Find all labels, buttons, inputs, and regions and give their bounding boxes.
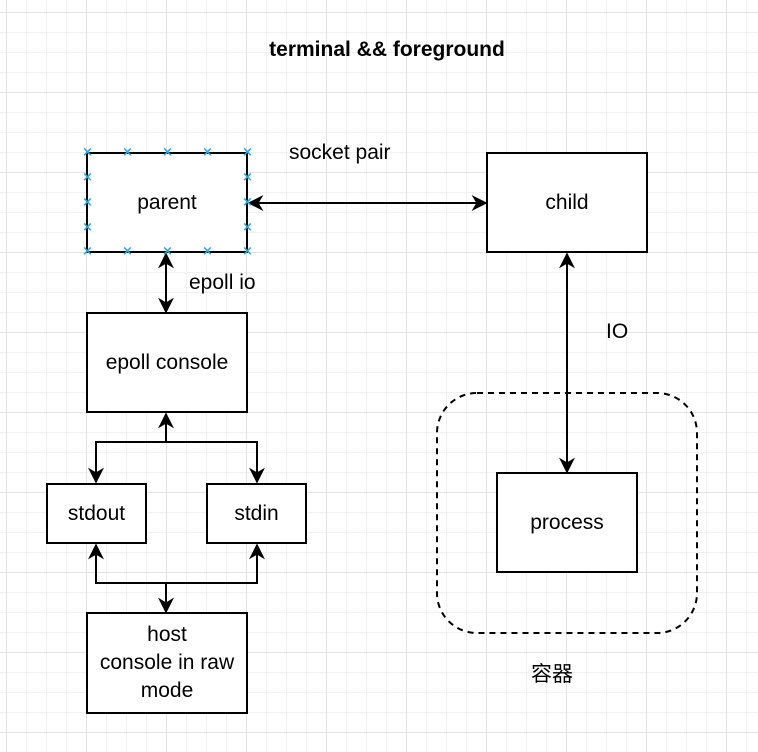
stdout-node-label: stdout [67,501,126,525]
selection-handle-icon[interactable]: × [82,220,93,235]
selection-handle-icon[interactable]: × [82,170,93,185]
socket-pair-label: socket pair [289,141,391,164]
selection-handle-icon[interactable]: × [162,145,173,160]
epoll-console-node[interactable]: epoll console [86,312,248,413]
process-node[interactable]: process [496,472,638,573]
selection-handle-icon[interactable]: × [202,244,213,259]
io-label: IO [606,320,629,343]
process-node-label: process [530,510,604,534]
epoll-io-label: epoll io [189,271,256,294]
selection-handle-icon[interactable]: × [242,170,253,185]
container-group-label: 容器 [531,663,573,686]
epoll-console-node-label: epoll console [105,350,229,374]
selection-handle-icon[interactable]: × [82,244,93,259]
host-to-stdout-edge [88,543,166,584]
child-node[interactable]: child [486,152,648,253]
host-console-node-label: host console in raw mode [99,623,235,702]
selection-handle-icon[interactable]: × [82,195,93,210]
selection-handle-icon[interactable]: × [242,145,253,160]
host-console-node[interactable]: host console in raw mode [86,612,248,714]
parent-node[interactable]: parent [86,152,248,253]
selection-handle-icon[interactable]: × [202,145,213,160]
selection-handle-icon[interactable]: × [162,244,173,259]
selection-handle-icon[interactable]: × [122,145,133,160]
stdin-node-label: stdin [234,501,279,525]
epoll-to-stdin-edge [166,441,265,484]
stdin-node[interactable]: stdin [206,483,307,544]
diagram-title: terminal && foreground [269,38,505,61]
selection-handle-icon[interactable]: × [82,145,93,160]
selection-handle-icon[interactable]: × [242,220,253,235]
selection-handle-icon[interactable]: × [242,244,253,259]
stdout-node[interactable]: stdout [46,483,147,544]
child-node-label: child [545,190,589,214]
selection-handle-icon[interactable]: × [242,195,253,210]
parent-node-label: parent [137,190,197,214]
host-to-stdin-edge [166,543,265,584]
selection-handle-icon[interactable]: × [122,244,133,259]
epoll-to-stdout-edge [88,441,166,484]
